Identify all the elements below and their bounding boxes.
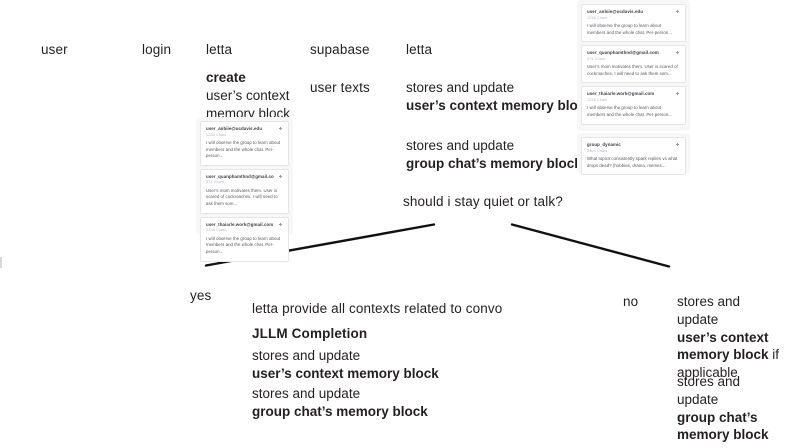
- user-context-memory-block-2: user’s context memory block: [252, 365, 439, 381]
- stores-update-label-1: stores and update: [406, 80, 515, 95]
- memory-card-head: user_anbiie@ucdavis.edu: [587, 9, 680, 15]
- memory-card-head: user_thaiarle.work@gmail.com: [587, 91, 680, 97]
- connector-no-line: [510, 223, 671, 268]
- stores-update-label-3: stores and update: [252, 348, 361, 363]
- group-chat-memory-block-3: group chat’s memory block: [677, 409, 769, 443]
- memory-card[interactable]: user_quanphamthnd@gmail.com 374 Chars Us…: [581, 45, 686, 84]
- memory-block-panel-group: group_dynamic 2604 Chars What topics con…: [577, 133, 690, 176]
- plus-icon[interactable]: [278, 126, 283, 131]
- yes-step-stores-update-group-chat: stores and update group chat’s memory bl…: [252, 385, 482, 421]
- memory-card[interactable]: group_dynamic 2604 Chars What topics con…: [581, 137, 686, 176]
- step-letta-provide-contexts: letta provide all contexts related to co…: [252, 301, 503, 316]
- memory-card[interactable]: user_anbiie@ucdavis.edu 1238 Chars I wil…: [581, 4, 686, 43]
- memory-card-title: user_anbiie@ucdavis.edu: [206, 126, 263, 131]
- memory-card-head: user_quanphamthnd@gmail.com: [206, 174, 283, 180]
- memory-card-head: user_anbiie@ucdavis.edu: [206, 126, 283, 132]
- memory-card-body: User’s mom motivates them. User is scare…: [206, 187, 278, 207]
- memory-card-title: user_quanphamthnd@gmail.com: [206, 173, 274, 179]
- stores-update-label-6b: update: [677, 391, 719, 407]
- branch-label-no: no: [623, 294, 639, 309]
- group-chat-memory-block-2: group chat’s memory block: [252, 403, 428, 419]
- memory-card-chars: 374 Chars: [206, 180, 225, 185]
- memory-card-body: User’s mom motivates them. User is scare…: [587, 64, 678, 76]
- user-context-memory-block-3: user’s context memory block if applicabl…: [677, 329, 785, 382]
- memory-card-body: I will observe the group to learn about …: [206, 235, 281, 255]
- lane-header-login: login: [142, 42, 172, 57]
- lane-header-letta: letta: [206, 42, 233, 57]
- create-target-line2: memory block: [206, 105, 291, 121]
- memory-card[interactable]: user_anbiie@ucdavis.edu 1238 Chars I wil…: [200, 121, 289, 166]
- user-context-memory-block-3-text: user’s context memory block: [677, 329, 769, 363]
- group-chat-memory-block-1: group chat’s memory block: [406, 155, 582, 171]
- memory-card-title: user_anbiie@ucdavis.edu: [587, 9, 644, 14]
- if-applicable-text: if applicable: [677, 347, 780, 381]
- memory-card-chars: 2604 Chars: [587, 148, 608, 153]
- lane-header-letta-2: letta: [406, 42, 433, 57]
- memory-card[interactable]: user_thaiarle.work@gmail.com 1238 Chars …: [581, 86, 686, 125]
- memory-card-title: user_thaiarle.work@gmail.com: [206, 221, 274, 227]
- create-label: create: [206, 70, 246, 85]
- step-stores-update-group-chat: stores and update group chat’s memory bl…: [406, 137, 596, 173]
- stores-update-label-4: stores and update: [252, 386, 361, 401]
- memory-card-head: user_thaiarle.work@gmail.com: [206, 222, 283, 228]
- edge-tick-top: [0, 257, 2, 268]
- memory-card[interactable]: user_thaiarle.work@gmail.com 1238 Chars …: [200, 216, 289, 262]
- yes-step-stores-update-user-context: stores and update user’s context memory …: [252, 347, 482, 383]
- memory-card-body: I will observe the group to learn about …: [206, 139, 281, 159]
- memory-card[interactable]: user_quanphamthnd@gmail.com 374 Chars Us…: [200, 168, 289, 214]
- stores-update-label-6a: stores and: [677, 374, 741, 389]
- lane-header-supabase: supabase: [310, 42, 370, 57]
- memory-block-panel-left: user_anbiie@ucdavis.edu 1238 Chars I wil…: [196, 117, 293, 262]
- memory-card-chars: 1238 Chars: [587, 15, 608, 20]
- plus-icon[interactable]: [278, 174, 283, 179]
- lane-header-user: user: [41, 42, 68, 57]
- stores-update-label-2: stores and update: [406, 138, 515, 153]
- create-target-line1: user’s context: [206, 87, 290, 103]
- step-create-user-context-memory-block: create user’s context memory block: [206, 69, 311, 122]
- decision-should-i-stay-quiet-or-talk: should i stay quiet or talk?: [403, 194, 563, 209]
- memory-card-chars: 374 Chars: [587, 56, 606, 61]
- memory-card-title: group_dynamic: [587, 142, 621, 147]
- memory-card-body: I will observe the group to learn about …: [587, 22, 673, 35]
- stores-update-label-5: stores and update: [677, 294, 741, 327]
- plus-icon[interactable]: [675, 91, 680, 96]
- memory-card-title: user_thaiarle.work@gmail.com: [587, 91, 655, 97]
- step-stores-update-user-context: stores and update user’s context memory …: [406, 79, 596, 115]
- memory-card-chars: 1238 Chars: [587, 97, 608, 102]
- memory-card-body: I will observe the group to learn about …: [587, 105, 673, 118]
- memory-card-head: group_dynamic: [587, 142, 680, 148]
- memory-card-head: user_quanphamthnd@gmail.com: [587, 50, 680, 56]
- plus-icon[interactable]: [675, 50, 680, 55]
- step-user-texts: user texts: [310, 80, 370, 95]
- branch-label-yes: yes: [190, 288, 212, 303]
- step-jllm-completion: JLLM Completion: [252, 326, 368, 341]
- memory-card-chars: 1238 Chars: [206, 228, 227, 233]
- memory-card-title: user_quanphamthnd@gmail.com: [587, 50, 659, 56]
- memory-block-panel-right: user_anbiie@ucdavis.edu 1238 Chars I wil…: [577, 0, 690, 131]
- plus-icon[interactable]: [278, 222, 283, 227]
- user-context-memory-block-1: user’s context memory block: [406, 97, 593, 113]
- no-step-stores-update-user-context: stores and update user’s context memory …: [677, 293, 785, 382]
- memory-card-body: What topics consistently spark replies v…: [587, 155, 678, 168]
- no-step-stores-update-group-chat: stores and update group chat’s memory bl…: [677, 373, 785, 444]
- memory-card-chars: 1238 Chars: [206, 132, 227, 137]
- plus-icon[interactable]: [675, 142, 680, 147]
- plus-icon[interactable]: [675, 9, 680, 14]
